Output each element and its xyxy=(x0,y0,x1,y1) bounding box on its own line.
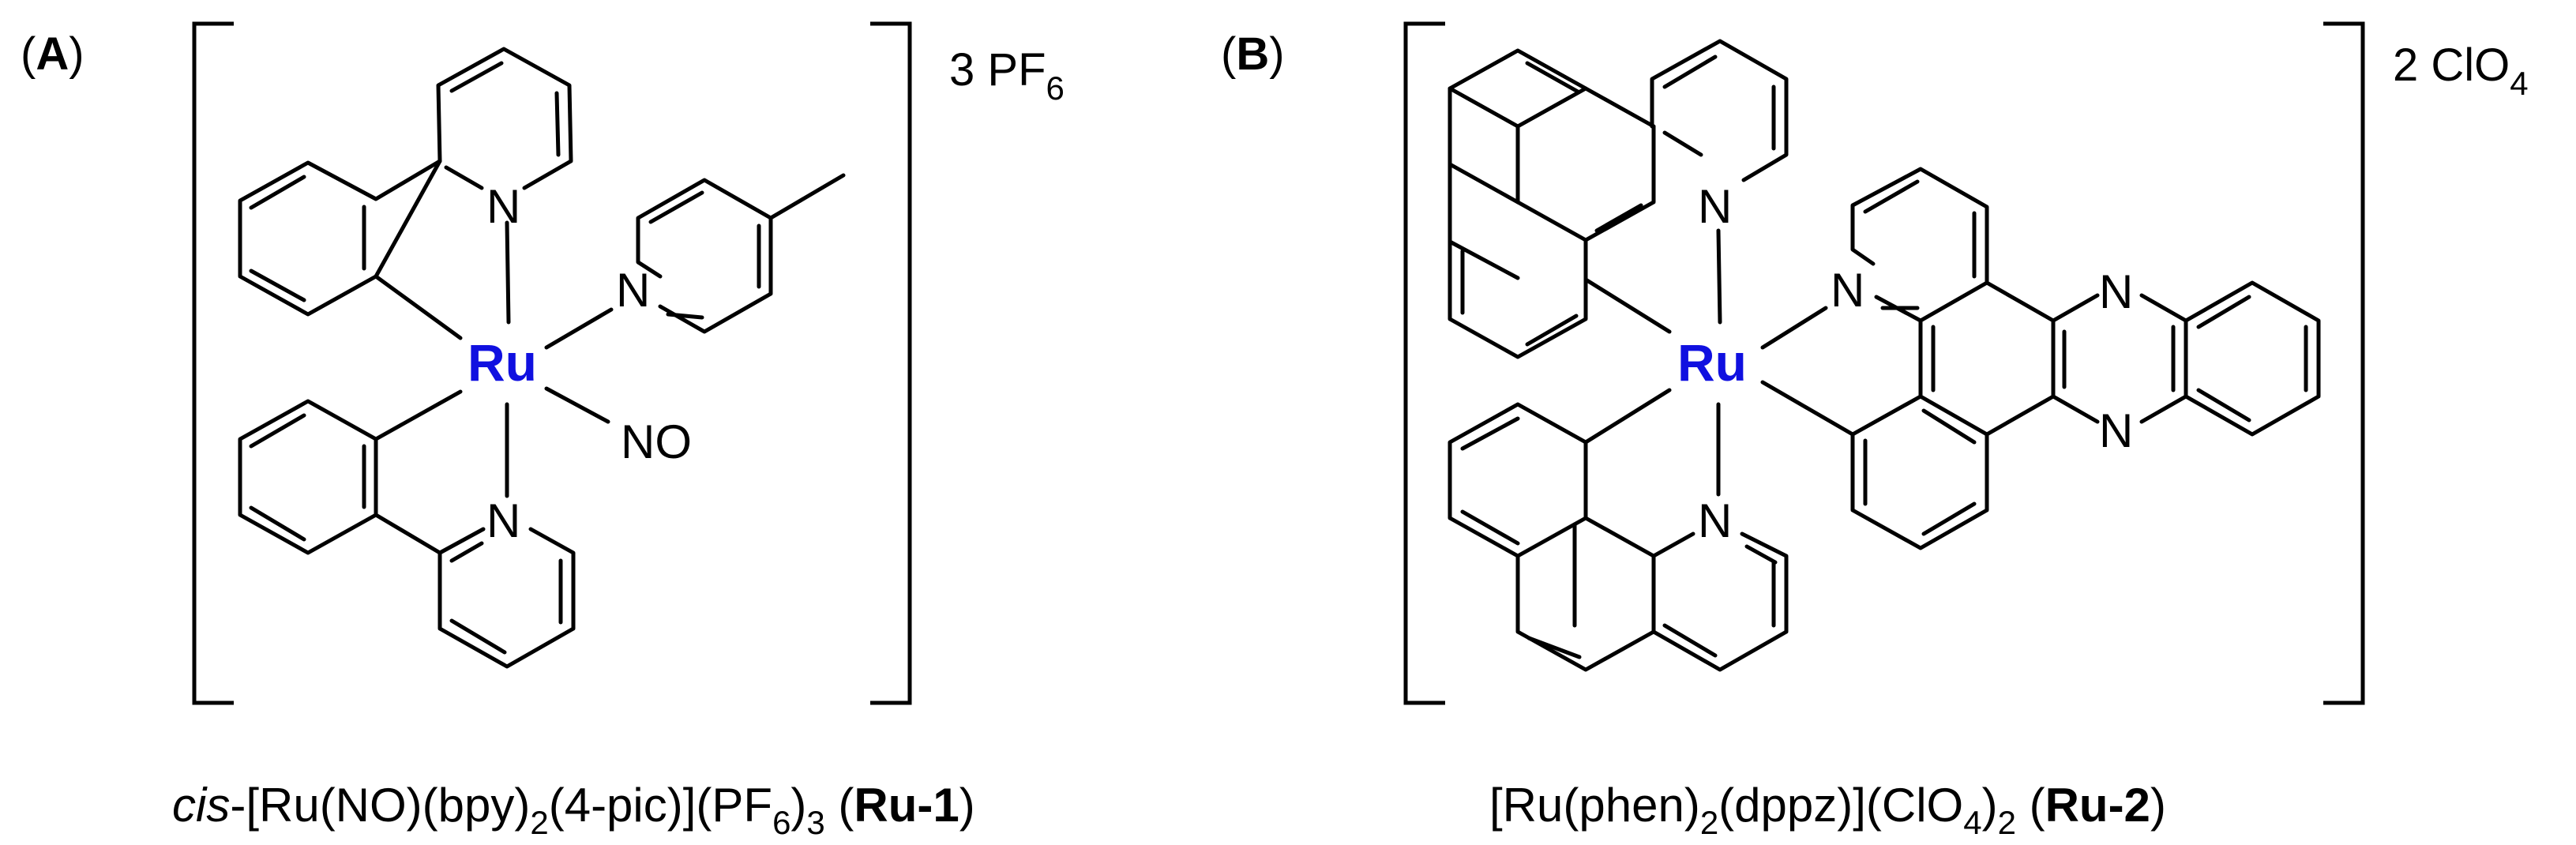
bond-ring xyxy=(1850,167,1989,323)
bond-ring xyxy=(1448,86,1520,167)
bond-double xyxy=(1594,203,1643,233)
atom-n-picoline: N xyxy=(616,264,650,317)
bond-ru-c xyxy=(374,389,463,441)
bond-ring xyxy=(1515,516,1656,672)
bond-double xyxy=(249,505,306,542)
bond-ring xyxy=(1850,394,1989,550)
bond-methyl xyxy=(768,173,846,220)
bond-ring xyxy=(374,513,576,669)
bond-double xyxy=(249,269,306,302)
bond-double xyxy=(1525,61,1580,94)
bond-ring xyxy=(436,47,573,190)
bond-double xyxy=(648,190,704,224)
bond-double xyxy=(2196,388,2251,422)
panel-b-label: (B) xyxy=(1221,28,1285,80)
atom-n-top: N xyxy=(486,180,520,233)
bond-double xyxy=(2196,295,2251,329)
bracket-left-a xyxy=(192,21,234,705)
bond-double xyxy=(444,165,484,190)
bracket-right-b xyxy=(2323,21,2365,705)
bond-double xyxy=(1921,501,1977,536)
bond-ring xyxy=(2139,293,2188,424)
bond-ru-c xyxy=(1583,277,1672,334)
molecule-ru1: N N Ru NO N xyxy=(238,47,846,669)
bond-ring xyxy=(2184,280,2321,437)
bracket-right-a xyxy=(870,21,912,705)
bond-double xyxy=(449,541,484,563)
bond-double xyxy=(249,413,306,449)
metal-ru-a: Ru xyxy=(468,333,537,392)
bond-double xyxy=(1863,179,1920,214)
bond-double xyxy=(1662,54,1718,89)
atom-no: NO xyxy=(621,415,692,468)
bond-double xyxy=(1525,314,1579,347)
bond-ring xyxy=(636,178,773,334)
bond-double xyxy=(1460,416,1520,451)
atom-n-pyrazine-1: N xyxy=(2099,265,2133,318)
bond-ru-n xyxy=(505,220,511,325)
bond-double xyxy=(449,618,507,655)
bond-ring xyxy=(2051,394,2100,424)
bond-ru-n xyxy=(1716,228,1722,325)
bond-ring xyxy=(1651,531,1695,558)
bond-ring xyxy=(437,527,486,555)
caption-b: [Ru(phen)2(dppz)](ClO4)2 (Ru-2) xyxy=(1489,779,2166,841)
bond-ring xyxy=(1448,238,1588,359)
bond-double xyxy=(249,175,306,210)
bond-ring xyxy=(1448,162,1520,280)
atom-n-top: N xyxy=(1698,180,1732,233)
counterion-a: 3 PF6 xyxy=(949,44,1065,107)
panel-a: (A) 3 PF6 xyxy=(21,21,1065,841)
metal-ru-b: Ru xyxy=(1677,333,1747,392)
bond-double xyxy=(449,61,504,93)
bond-ring xyxy=(1515,86,1656,242)
bond-ring xyxy=(1448,402,1588,558)
bond-ring xyxy=(1651,531,1789,672)
bond-double xyxy=(1662,623,1718,658)
bond-ring xyxy=(2051,293,2100,323)
bond-ru-n xyxy=(544,307,614,350)
bond-ru-n xyxy=(1760,306,1828,350)
panel-a-label: (A) xyxy=(21,28,84,80)
bond-double xyxy=(1662,130,1703,157)
bond-ring xyxy=(238,159,442,317)
bond-ring xyxy=(1650,39,1789,182)
bond-double xyxy=(1744,544,1778,565)
molecule-ru2: N N N N Ru N xyxy=(1448,39,2321,672)
bond-double xyxy=(666,312,704,320)
bond-ring xyxy=(1918,280,2056,437)
bond-ru-c xyxy=(1583,388,1672,445)
atom-n-bottom: N xyxy=(1698,494,1732,547)
bond-ru-c xyxy=(1760,380,1855,437)
atom-n-pyrazine-2: N xyxy=(2099,404,2133,457)
panel-b: (B) 2 ClO4 xyxy=(1221,21,2529,841)
atom-n-bottom: N xyxy=(486,494,520,547)
bond-ru-no xyxy=(544,386,610,424)
bond-ring xyxy=(238,399,378,555)
bond-double xyxy=(1526,636,1582,659)
caption-a: cis-[Ru(NO)(bpy)2(4-pic)](PF6)3 (Ru-1) xyxy=(172,779,975,841)
bracket-left-b xyxy=(1403,21,1445,705)
atom-n-dppz: N xyxy=(1831,264,1864,317)
counterion-b: 2 ClO4 xyxy=(2393,39,2529,102)
bond-double xyxy=(1460,509,1520,546)
bond-ring xyxy=(1448,48,1588,91)
bond-double xyxy=(554,91,561,157)
bond-ru-c xyxy=(374,274,463,340)
bond-double xyxy=(1921,408,1977,445)
